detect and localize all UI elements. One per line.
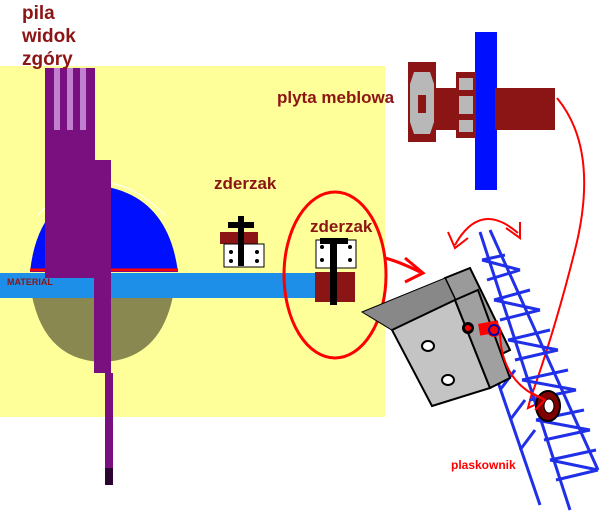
red-curve-arrow-long [529,97,586,401]
red-arrow-right [384,256,421,274]
saw-arm-diagonal [45,180,95,265]
stopper-circled-hole-4 [348,258,352,262]
stopper-mid [220,216,265,268]
stopper-circled-cap [320,238,348,244]
bracket-hole-1 [421,340,435,352]
stopper-circled-hole-3 [320,258,324,262]
highlight-circle [282,190,388,360]
truss-diag-2 [493,298,541,312]
detail-nut-right-bottom [459,120,473,132]
truss-rung-10 [543,428,591,442]
label-flat-bar: plaskownik [451,458,516,472]
stopper-circled [315,238,357,305]
rotation-arc-head-left [447,231,469,250]
truss-rung-12 [555,468,599,482]
label-stopper-1: zderzak [214,174,277,193]
label-furniture-board: plyta meblowa [277,88,395,107]
saw-column [94,160,111,373]
rotation-arc [454,218,519,246]
label-material: MATERIAL [7,277,53,287]
red-curve-arrow-short-head [529,391,547,411]
bracket-hole-2 [441,374,455,386]
saw-arm-slot-3 [80,68,86,130]
saw-shaft [105,373,113,485]
truss-rung-6 [514,348,559,362]
truss-rung-1 [481,253,506,262]
diagram-title: pila widok zgóry [22,2,112,71]
bracket-hole-4 [465,325,471,331]
stopper-mid-hole-4 [255,259,259,263]
detail-nut-left-slot [418,95,426,113]
truss-rung-7 [521,368,569,382]
detail-nut-right-mid [459,96,473,114]
truss-rung-5 [507,328,551,342]
truss-diag-5 [535,418,591,432]
truss-rung-2 [486,268,521,282]
truss-diag-6 [549,458,599,472]
stopper-mid-hole-3 [229,259,233,263]
bracket-side-plate [453,288,512,390]
saw-arm-slot-2 [67,68,73,130]
stopper-mid-bolt [238,216,244,266]
stopper-mid-hole-2 [255,250,259,254]
rotation-arc-head-right [505,222,521,240]
stopper-mid-hole-1 [229,250,233,254]
truss-rung-3 [493,288,531,302]
detail-connector [436,88,458,130]
detail-nut-right [456,72,476,138]
truss-rung-4 [499,308,541,322]
saw-shaft-tip [105,468,113,485]
detail-nut-left [408,62,436,142]
title-line-1: pila widok [22,3,76,47]
label-stopper-2: zderzak [310,217,373,236]
truss-diag-1 [481,258,521,272]
saw-arm-slot-1 [54,68,60,130]
truss-rail-right [488,229,600,471]
angle-bracket [360,266,512,408]
truss-diag-4 [521,378,577,392]
red-arrow-right-head [404,256,426,284]
truss-rung-11 [549,448,597,462]
truss-diag-3 [507,338,559,352]
truss-lower-3 [508,399,527,421]
stopper-circled-hole-2 [348,245,352,249]
knob-inner [543,398,555,414]
title-line-2: zgóry [22,49,73,70]
truss-lower-4 [518,429,537,451]
stopper-mid-cap [228,222,254,228]
detail-nut-right-top [459,78,473,90]
stopper-circled-bolt [330,240,337,305]
detail-blue-bar [475,32,497,190]
detail-shaft [495,88,555,130]
stopper-circled-hole-1 [320,245,324,249]
